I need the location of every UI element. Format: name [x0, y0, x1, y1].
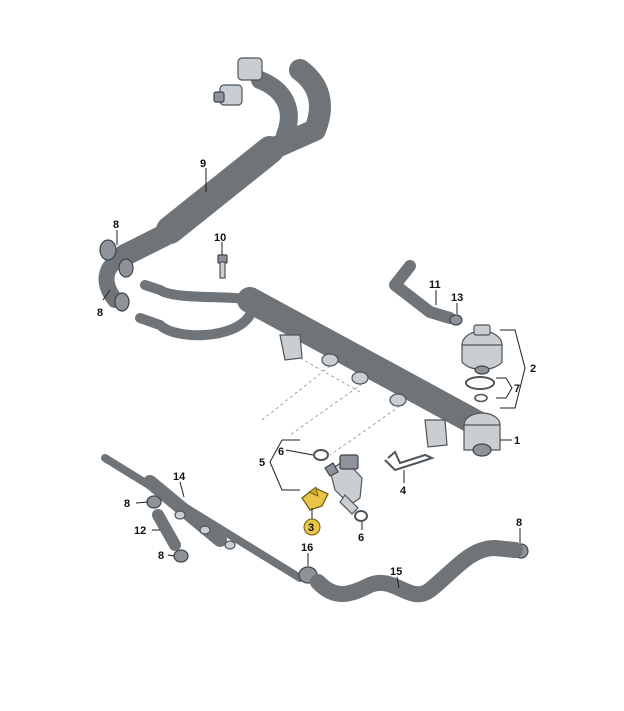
- callout-14: 14: [173, 471, 186, 483]
- part-9-breather-hose[interactable]: [98, 57, 331, 308]
- callout-8: 8: [158, 550, 164, 562]
- part-6-o-rings[interactable]: [313, 449, 368, 522]
- callout-labels: 9 8 8 10 11 13 2 7 1 4 5 6 6 14 8 12 8 1…: [97, 158, 536, 578]
- bracket-2: [500, 329, 526, 409]
- part-11-vacuum-hose[interactable]: [389, 260, 456, 324]
- callout-8: 8: [516, 517, 522, 529]
- callout-3: 3: [308, 522, 314, 534]
- callout-6: 6: [278, 446, 284, 458]
- leader-lines: [102, 168, 521, 589]
- callout-6: 6: [358, 532, 364, 544]
- part-3-injector-clip[interactable]: [301, 486, 329, 511]
- callout-4: 4: [400, 485, 407, 497]
- callout-10: 10: [214, 232, 226, 244]
- part-1-fuel-rail[interactable]: [135, 280, 501, 457]
- callout-11: 11: [429, 279, 441, 291]
- part-5-injector[interactable]: [324, 454, 363, 515]
- callout-5: 5: [259, 457, 265, 469]
- part-13-clip[interactable]: [449, 314, 463, 326]
- bracket-7: [496, 377, 513, 399]
- callout-16: 16: [301, 542, 313, 554]
- part-2-pressure-regulator[interactable]: [461, 324, 503, 375]
- callout-7: 7: [514, 383, 520, 395]
- callout-15: 15: [390, 566, 402, 578]
- callout-9: 9: [200, 158, 206, 170]
- part-15-fuel-hose[interactable]: [310, 540, 523, 603]
- callout-1: 1: [514, 435, 520, 447]
- part-4-retaining-clip[interactable]: [384, 450, 435, 472]
- callout-2: 2: [530, 363, 536, 375]
- callout-8: 8: [97, 307, 103, 319]
- part-14-fuel-pipe[interactable]: [101, 454, 304, 582]
- part-8-hose-clamp-upper[interactable]: [99, 239, 134, 312]
- callout-12: 12: [134, 525, 146, 537]
- callout-3-highlight[interactable]: 3: [303, 518, 321, 536]
- callout-8: 8: [124, 498, 130, 510]
- callout-8: 8: [113, 219, 119, 231]
- part-10-bolt[interactable]: [217, 254, 228, 279]
- callout-13: 13: [451, 292, 463, 304]
- bracket-5: [269, 439, 300, 491]
- part-7-o-rings[interactable]: [465, 376, 495, 403]
- part-12-short-hose[interactable]: [152, 509, 181, 551]
